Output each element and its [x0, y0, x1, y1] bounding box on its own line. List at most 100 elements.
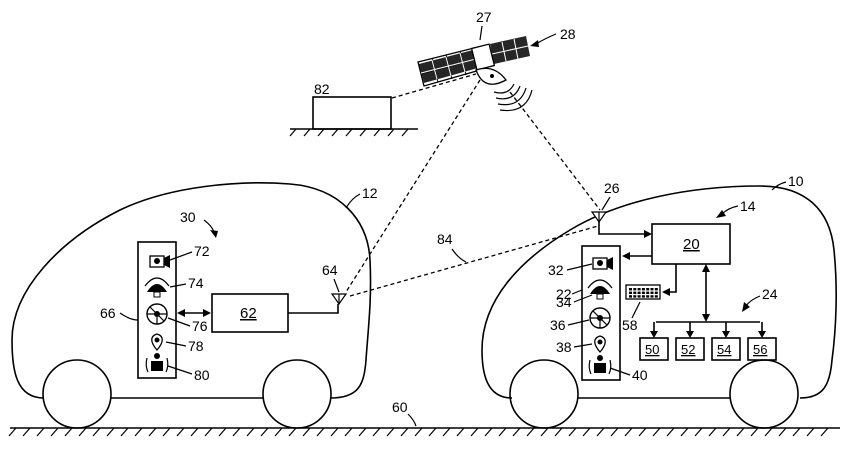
label-right-icon-person: 40	[632, 367, 648, 383]
person-icon	[145, 353, 169, 373]
label-right-icon-wheel: 36	[550, 317, 566, 333]
ground-hatch	[428, 427, 437, 437]
ground-hatch	[302, 427, 311, 437]
steering-wheel-icon	[146, 303, 168, 325]
label-right-hmi: 14	[740, 198, 756, 214]
keyboard-key	[637, 288, 641, 291]
ground-hatch	[736, 427, 745, 437]
left-panel	[137, 241, 177, 379]
label-link: 84	[437, 231, 453, 247]
ground-hatch	[750, 427, 759, 437]
ground-hatch	[148, 427, 157, 437]
antenna-icon	[330, 293, 348, 306]
ground-hatch	[764, 427, 773, 437]
ground-hatch	[260, 427, 269, 437]
ground-hatch	[246, 427, 255, 437]
location-pin-icon	[151, 333, 163, 351]
label-left-icon-wheel: 76	[192, 318, 208, 334]
label-satellite: 27	[476, 9, 492, 25]
ground-hatch	[120, 427, 129, 437]
subsystem-52	[675, 337, 705, 361]
label-left-hmi: 30	[180, 209, 196, 225]
ground-hatch	[806, 427, 815, 437]
ground-hatch	[820, 427, 829, 437]
ground-hatch	[582, 427, 591, 437]
keyboard-key	[629, 291, 632, 294]
subsystem-50	[639, 337, 669, 361]
controller-label: 20	[683, 236, 700, 253]
ground-hatch	[78, 427, 87, 437]
ground-hatch	[596, 427, 605, 437]
keyboard-key	[641, 291, 645, 294]
remote-facility	[289, 96, 418, 137]
label-left-panel: 66	[100, 305, 116, 321]
ground-hatch	[512, 427, 521, 437]
bus-arrowhead	[722, 331, 730, 338]
ground-hatch	[498, 427, 507, 437]
ground-hatch	[204, 427, 213, 437]
ground-hatch	[568, 427, 577, 437]
ground-hatch	[414, 427, 423, 437]
ground-hatch	[176, 427, 185, 437]
ground-hatch	[694, 427, 703, 437]
keyboard-key	[650, 295, 654, 298]
ground-hatch	[8, 427, 17, 437]
module-left-label: 62	[240, 305, 257, 322]
label-antenna-left: 64	[322, 262, 338, 278]
ground-hatch	[456, 427, 465, 437]
ground-hatch	[778, 427, 787, 437]
ground-hatch	[708, 427, 717, 437]
ground-hatch	[288, 427, 297, 437]
ground-hatch	[526, 427, 535, 437]
camera-icon	[592, 257, 613, 270]
bus-arrowhead	[650, 331, 658, 338]
label-right-icon-sensor: 34	[556, 294, 572, 310]
label-left-icon-sensor: 74	[188, 275, 204, 291]
ground-hatch	[162, 427, 171, 437]
satellite-icon	[417, 36, 533, 112]
keyboard-key	[633, 295, 637, 298]
ground-hatch	[316, 427, 325, 437]
ground-hatch	[652, 427, 661, 437]
ground-hatch	[50, 427, 59, 437]
sensor-icon	[587, 279, 613, 300]
steering-wheel-icon	[589, 307, 611, 329]
keyboard-key	[633, 291, 637, 294]
label-keyboard: 58	[622, 317, 638, 333]
keyboard-key	[646, 295, 650, 298]
ground-hatch	[36, 427, 45, 437]
label-left-icon-person: 80	[194, 367, 210, 383]
ground-hatch	[64, 427, 73, 437]
keyboard-key	[654, 291, 658, 294]
label-remote-facility: 82	[314, 81, 330, 97]
ground-hatch	[134, 427, 143, 437]
vehicle-right	[481, 185, 837, 429]
right-panel	[581, 245, 621, 381]
ground-hatch	[106, 427, 115, 437]
label-vehicle-left: 12	[362, 185, 378, 201]
ground-hatch	[554, 427, 563, 437]
label-left-icon-pin: 78	[188, 338, 204, 354]
keyboard-key	[654, 288, 658, 291]
wireless-links	[345, 73, 601, 297]
ground-hatch	[218, 427, 227, 437]
keyboard-key	[637, 291, 641, 294]
label-right-icon-camera: 32	[548, 262, 564, 278]
camera-icon	[149, 255, 170, 268]
ground-hatch	[484, 427, 493, 437]
keyboard-key	[646, 291, 650, 294]
label-vehicle-right: 10	[788, 173, 804, 189]
vehicle-left	[11, 182, 372, 429]
keyboard-icon	[625, 284, 661, 300]
keyboard-key	[650, 288, 654, 291]
label-antenna-right: 26	[604, 180, 620, 196]
subsystem-54	[711, 337, 741, 361]
sensor-icon	[144, 277, 170, 298]
subsystem-50-label: 50	[645, 342, 659, 357]
subsystem-54-label: 54	[717, 342, 731, 357]
ground-hatch	[386, 427, 395, 437]
label-satellite-arrow: 28	[560, 26, 576, 42]
ground-hatch	[358, 427, 367, 437]
subsystem-56	[747, 337, 777, 361]
